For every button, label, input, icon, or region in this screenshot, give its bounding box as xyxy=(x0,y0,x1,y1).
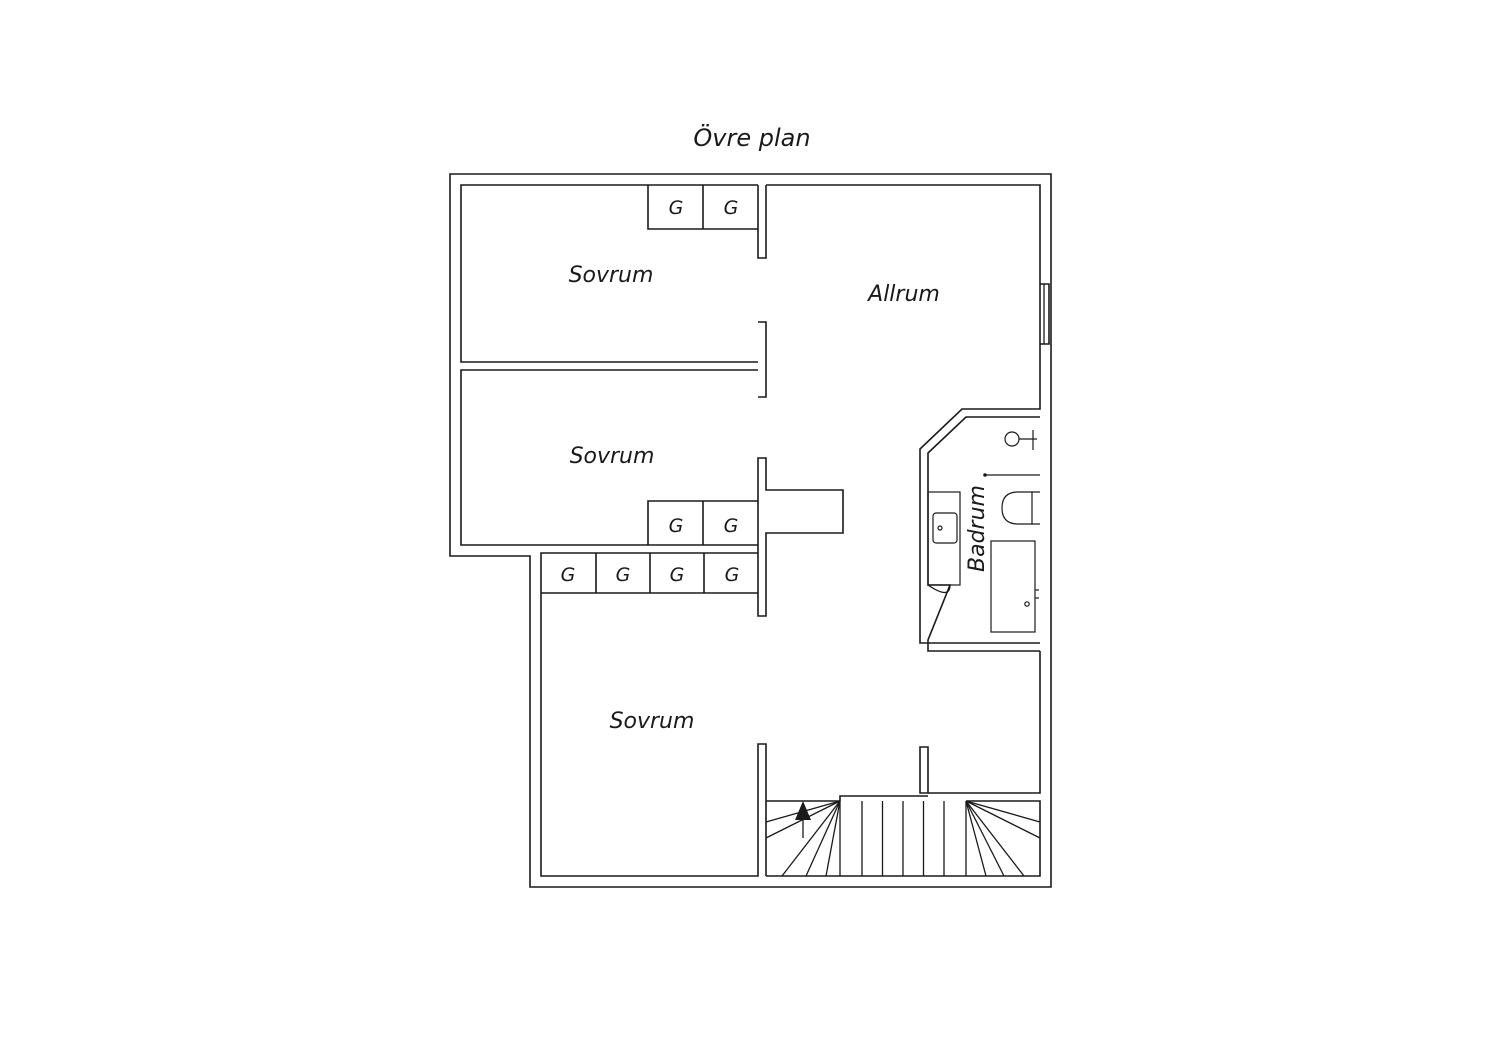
bedroom-2-closets xyxy=(647,500,758,545)
stair-tread xyxy=(781,800,841,877)
room-label-bedroom-1: Sovrum xyxy=(569,263,654,288)
bedroom-2-walls xyxy=(460,369,758,546)
stair-tread xyxy=(965,800,1041,823)
bedroom-3-closets xyxy=(541,553,758,594)
stair-tread xyxy=(965,800,1005,877)
wardrobe-label: G xyxy=(670,564,685,586)
wardrobe-label: G xyxy=(725,564,740,586)
stair-tread xyxy=(965,800,1041,839)
wardrobe-label: G xyxy=(724,515,739,537)
outer-wall xyxy=(449,173,1052,888)
vanity xyxy=(927,491,961,586)
sink-icon xyxy=(932,512,958,544)
partition-stub xyxy=(758,321,767,398)
stair-tread xyxy=(825,800,841,877)
toilet-icon xyxy=(1001,491,1040,525)
wardrobe-label: G xyxy=(724,197,739,219)
family-room-walls xyxy=(766,184,1041,644)
partition-stub xyxy=(757,185,767,259)
bedroom-3-walls xyxy=(540,552,767,877)
bathtub-icon xyxy=(990,540,1036,633)
faucet-icon xyxy=(937,525,943,531)
room-label-bedroom-2: Sovrum xyxy=(570,444,655,469)
bedroom-1-walls xyxy=(460,184,758,363)
bathroom-door-swing xyxy=(927,584,951,594)
bathtub-drain xyxy=(1024,601,1030,607)
wardrobe-label: G xyxy=(669,197,684,219)
shower-icon xyxy=(1004,431,1020,447)
hall-lower-wall xyxy=(928,651,1041,794)
stair-direction-arrow xyxy=(795,801,811,820)
rail-end xyxy=(983,473,987,477)
wardrobe-label: G xyxy=(561,564,576,586)
bedroom-1-closets xyxy=(647,185,758,230)
plan-title: Övre plan xyxy=(693,123,810,152)
wardrobe-label: G xyxy=(616,564,631,586)
stair-tread xyxy=(965,800,1025,877)
stair-tread xyxy=(805,800,841,877)
stair-tread xyxy=(965,800,987,877)
wardrobe-label: G xyxy=(669,515,684,537)
room-label-bathroom: Badrum xyxy=(965,485,990,572)
hall-wall-stub xyxy=(919,746,929,794)
room-label-family-room: Allrum xyxy=(866,282,940,307)
central-partition xyxy=(757,457,844,617)
room-label-bedroom-3: Sovrum xyxy=(610,709,695,734)
